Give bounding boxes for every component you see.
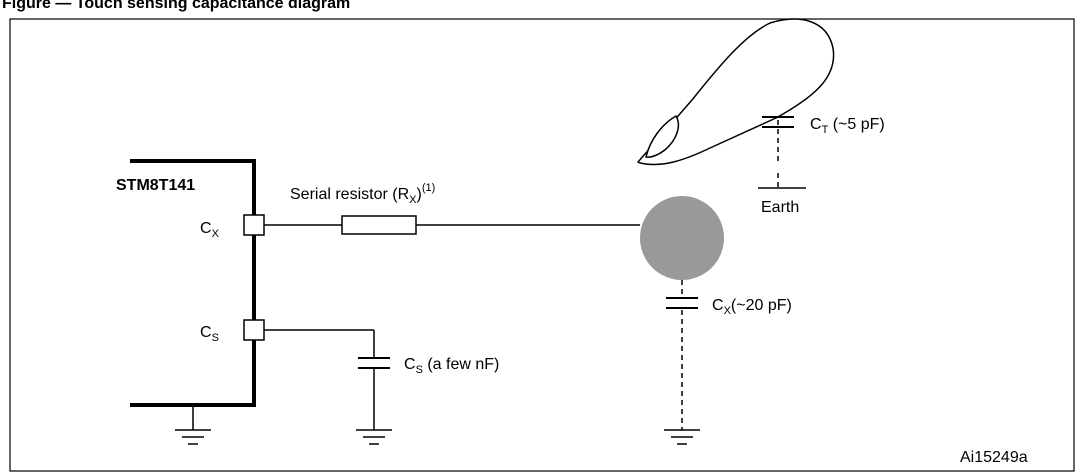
- pin-cx-label: CX: [200, 220, 220, 240]
- pin-cs-label: CS: [200, 324, 219, 344]
- cs-capacitor: [358, 357, 390, 369]
- ground-symbol-chip: [175, 429, 211, 445]
- chip-outline: [130, 159, 256, 407]
- figure-header: Figure — Touch sensing capacitance diagr…: [2, 0, 350, 12]
- serial-resistor-label: Serial resistor (RX)(1): [290, 182, 435, 206]
- ground-symbol-cs: [356, 429, 392, 445]
- cx-capacitor-label: CX(~20 pF): [712, 297, 792, 317]
- cx-capacitor: [666, 297, 698, 309]
- pin-cs: [243, 319, 265, 341]
- earth-label: Earth: [761, 199, 799, 216]
- chip-name: STM8T141: [116, 177, 195, 194]
- figure-reference: Ai15249a: [960, 449, 1028, 466]
- ct-capacitor: [762, 116, 794, 128]
- finger-icon: [637, 18, 835, 166]
- cs-capacitor-label: CS (a few nF): [404, 356, 499, 376]
- figure-frame: [9, 18, 1075, 472]
- serial-resistor: [341, 215, 417, 235]
- ground-symbol-cx: [664, 429, 700, 445]
- cs-wire: [264, 329, 375, 430]
- ct-capacitor-label: CT (~5 pF): [810, 116, 885, 136]
- touch-electrode: [640, 196, 724, 280]
- pin-cx: [243, 214, 265, 236]
